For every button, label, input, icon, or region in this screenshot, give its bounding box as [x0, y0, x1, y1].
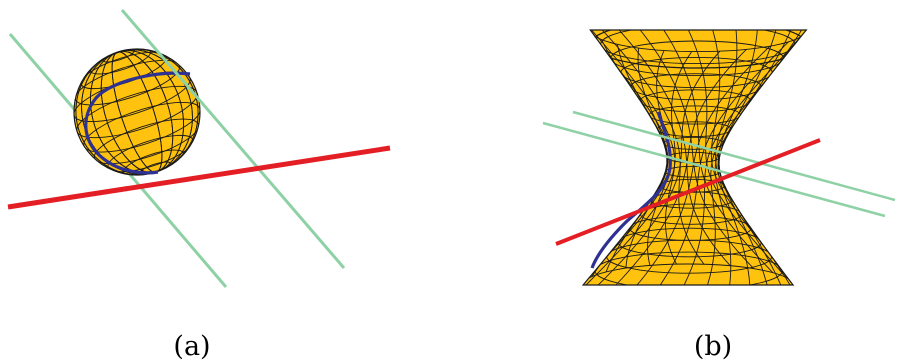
- panel-a: (a): [7, 9, 391, 362]
- red-line-b: [555, 138, 821, 246]
- sphere-curve: [84, 71, 191, 175]
- caption-a: (a): [173, 331, 210, 362]
- hyperboloid-ruling: [626, 30, 755, 269]
- hyperboloid-curve: [590, 111, 672, 269]
- green-line-b1: [542, 121, 886, 218]
- green-line-b2: [572, 110, 896, 202]
- hyperboloid-ruling: [717, 30, 785, 285]
- hyperboloid: [581, 29, 808, 286]
- sphere-parallel: [80, 51, 167, 90]
- red-line-a: [7, 145, 391, 210]
- sphere-parallel: [107, 134, 194, 173]
- hyperboloid-ruling: [590, 30, 677, 265]
- hyperboloid-ruling: [649, 30, 774, 273]
- sphere: [73, 48, 201, 176]
- hyperboloid-mesh: [583, 30, 807, 285]
- panel-b: (b): [542, 29, 896, 362]
- caption-b: (b): [694, 331, 732, 362]
- hyperboloid-ruling: [595, 30, 705, 265]
- hyperboloid-outline: [581, 29, 808, 286]
- hyperboloid-ruling: [607, 30, 731, 267]
- sphere-parallel: [89, 49, 151, 75]
- green-line-a2: [120, 9, 346, 269]
- sphere-outline: [73, 48, 201, 176]
- hyperboloid-ruling: [676, 30, 787, 278]
- hyperboloid-ring: [589, 30, 807, 53]
- hyperboloid-ring: [583, 263, 794, 285]
